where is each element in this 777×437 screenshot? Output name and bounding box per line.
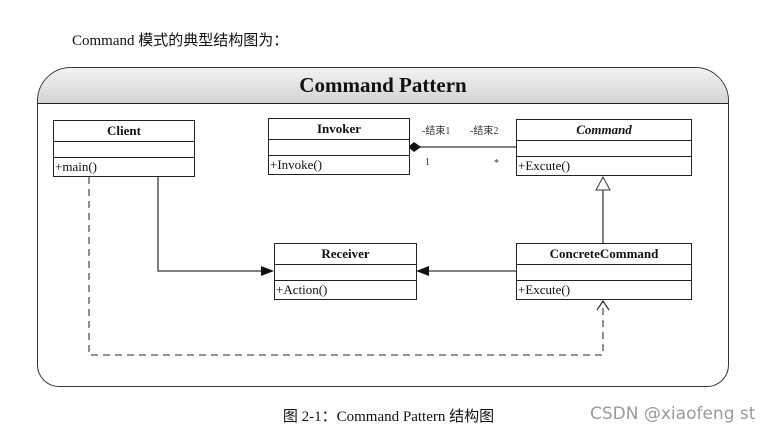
multiplicity-2: *	[494, 158, 499, 169]
diagram-title: Command Pattern	[299, 73, 467, 97]
operation: +Excute()	[518, 158, 571, 173]
class-command: Command +Excute()	[516, 119, 692, 176]
dependency-line	[88, 177, 604, 356]
class-client: Client +main()	[53, 120, 195, 177]
generalization-arrow-icon	[595, 175, 611, 191]
figure-caption: 图 2-1：Command Pattern 结构图	[282, 409, 495, 425]
attributes	[517, 141, 691, 157]
attributes	[517, 265, 691, 281]
association-end2: -结束2	[470, 126, 499, 137]
client-receiver-line	[157, 177, 262, 272]
diagram-header: Command Pattern	[38, 68, 728, 104]
operation: +main()	[55, 159, 97, 174]
operation: +Action()	[276, 282, 328, 297]
class-name: Invoker	[269, 119, 409, 140]
class-name: Receiver	[275, 244, 416, 265]
attributes	[269, 140, 409, 156]
association-end1: -结束1	[422, 126, 451, 137]
composition-diamond-icon	[408, 142, 421, 152]
diagram-frame: Command Pattern	[37, 67, 729, 387]
class-name: Command	[517, 120, 691, 141]
operation: +Excute()	[518, 282, 571, 297]
class-name: Client	[54, 121, 194, 142]
attributes	[275, 265, 416, 281]
class-concrete-command: ConcreteCommand +Excute()	[516, 243, 692, 300]
intro-text: Command 模式的典型结构图为：	[72, 33, 289, 49]
class-receiver: Receiver +Action()	[274, 243, 417, 300]
arrowhead-icon	[416, 266, 429, 276]
arrowhead-icon	[261, 266, 274, 276]
open-arrowhead-icon	[596, 299, 610, 311]
multiplicity-1: 1	[425, 157, 430, 168]
attributes	[54, 142, 194, 158]
class-name: ConcreteCommand	[517, 244, 691, 265]
watermark: CSDN @xiaofeng st	[590, 404, 756, 424]
class-invoker: Invoker +Invoke()	[268, 118, 410, 175]
operation: +Invoke()	[270, 157, 323, 172]
